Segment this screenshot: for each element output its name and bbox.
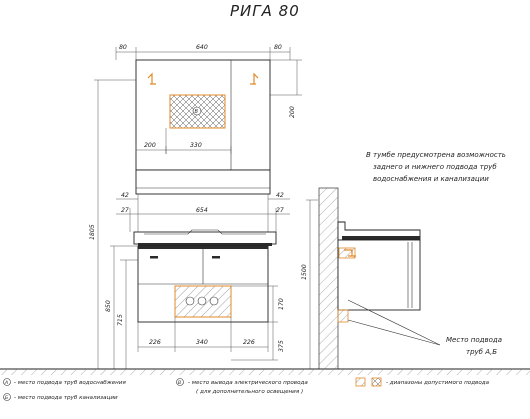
legend-b-icon [3,393,11,401]
dim-375: 375 [278,340,285,352]
dim-42-left: 42 [121,192,129,199]
legend-v-text2: ( для дополнительного освещения ) [196,389,303,395]
pipe-note-line2: труб А,Б [466,348,497,356]
dim-340: 340 [196,339,208,346]
top-dimension-line [115,47,291,60]
dim-27-left: 27 [121,207,129,214]
legend-zone-hatch-icon [355,377,366,387]
dim-27-right: 27 [276,207,284,214]
legend-v-symbol: В [178,380,181,386]
dim-1805: 1805 [89,224,96,240]
pipe-leader-lines [347,299,441,346]
floor-line [0,368,530,375]
mirror-hinge-left [147,72,156,85]
dim-200: 200 [144,142,156,149]
dim-top-right: 80 [274,44,282,51]
side-note-line2: заднего и нижнего подвода труб [373,163,497,171]
total-height-dims [94,79,138,369]
side-view-height-dim [306,199,318,369]
page-title: РИГА 80 [230,2,300,20]
socket-v-label: В [195,109,199,115]
mirror-height-dim [270,59,302,96]
legend-a-icon [3,378,11,386]
vanity-bottom-dims [137,317,269,352]
pipe-zones-side [337,247,356,323]
legend-a-text: - место подвода труб водоснабжения [14,380,126,386]
pipe-markers [185,296,219,306]
dim-715: 715 [117,314,124,326]
legend-v-icon [176,378,184,386]
dim-654: 654 [196,207,208,214]
legend-zone-text: - диапазоны допустимого подвода [386,380,490,386]
dim-top-mid: 640 [196,44,208,51]
socket-v-marker [192,106,202,116]
dim-top-left: 80 [119,44,127,51]
legend-b-symbol: Б [5,395,8,401]
dim-42-right: 42 [276,192,284,199]
legend-a-symbol: А [4,380,8,386]
mirror-hinge-right [250,72,259,85]
washbasin [133,229,277,246]
side-note-line1: В тумбе предусмотрена возможность [366,151,506,159]
dim-h200: 200 [289,106,296,118]
dim-170: 170 [278,298,285,310]
mirror-width-dims [135,128,232,154]
dim-226-left: 226 [149,339,161,346]
dim-330: 330 [190,142,202,149]
legend-b-text: - место подвода труб канализации [14,395,118,401]
wall-section [318,187,339,370]
vanity-width-dims [116,194,290,232]
legend-zone-cross-icon [371,377,382,387]
dim-850: 850 [105,300,112,312]
pipe-note-line1: Место подвода [446,336,502,344]
dim-226-right: 226 [243,339,255,346]
vanity-height-dims [231,285,278,361]
legend-v-text1: - место вывода электрического провода [188,380,308,386]
dim-1500: 1500 [301,264,308,280]
side-note-line3: водоснабжения и канализации [373,175,489,183]
side-vanity [337,221,421,311]
